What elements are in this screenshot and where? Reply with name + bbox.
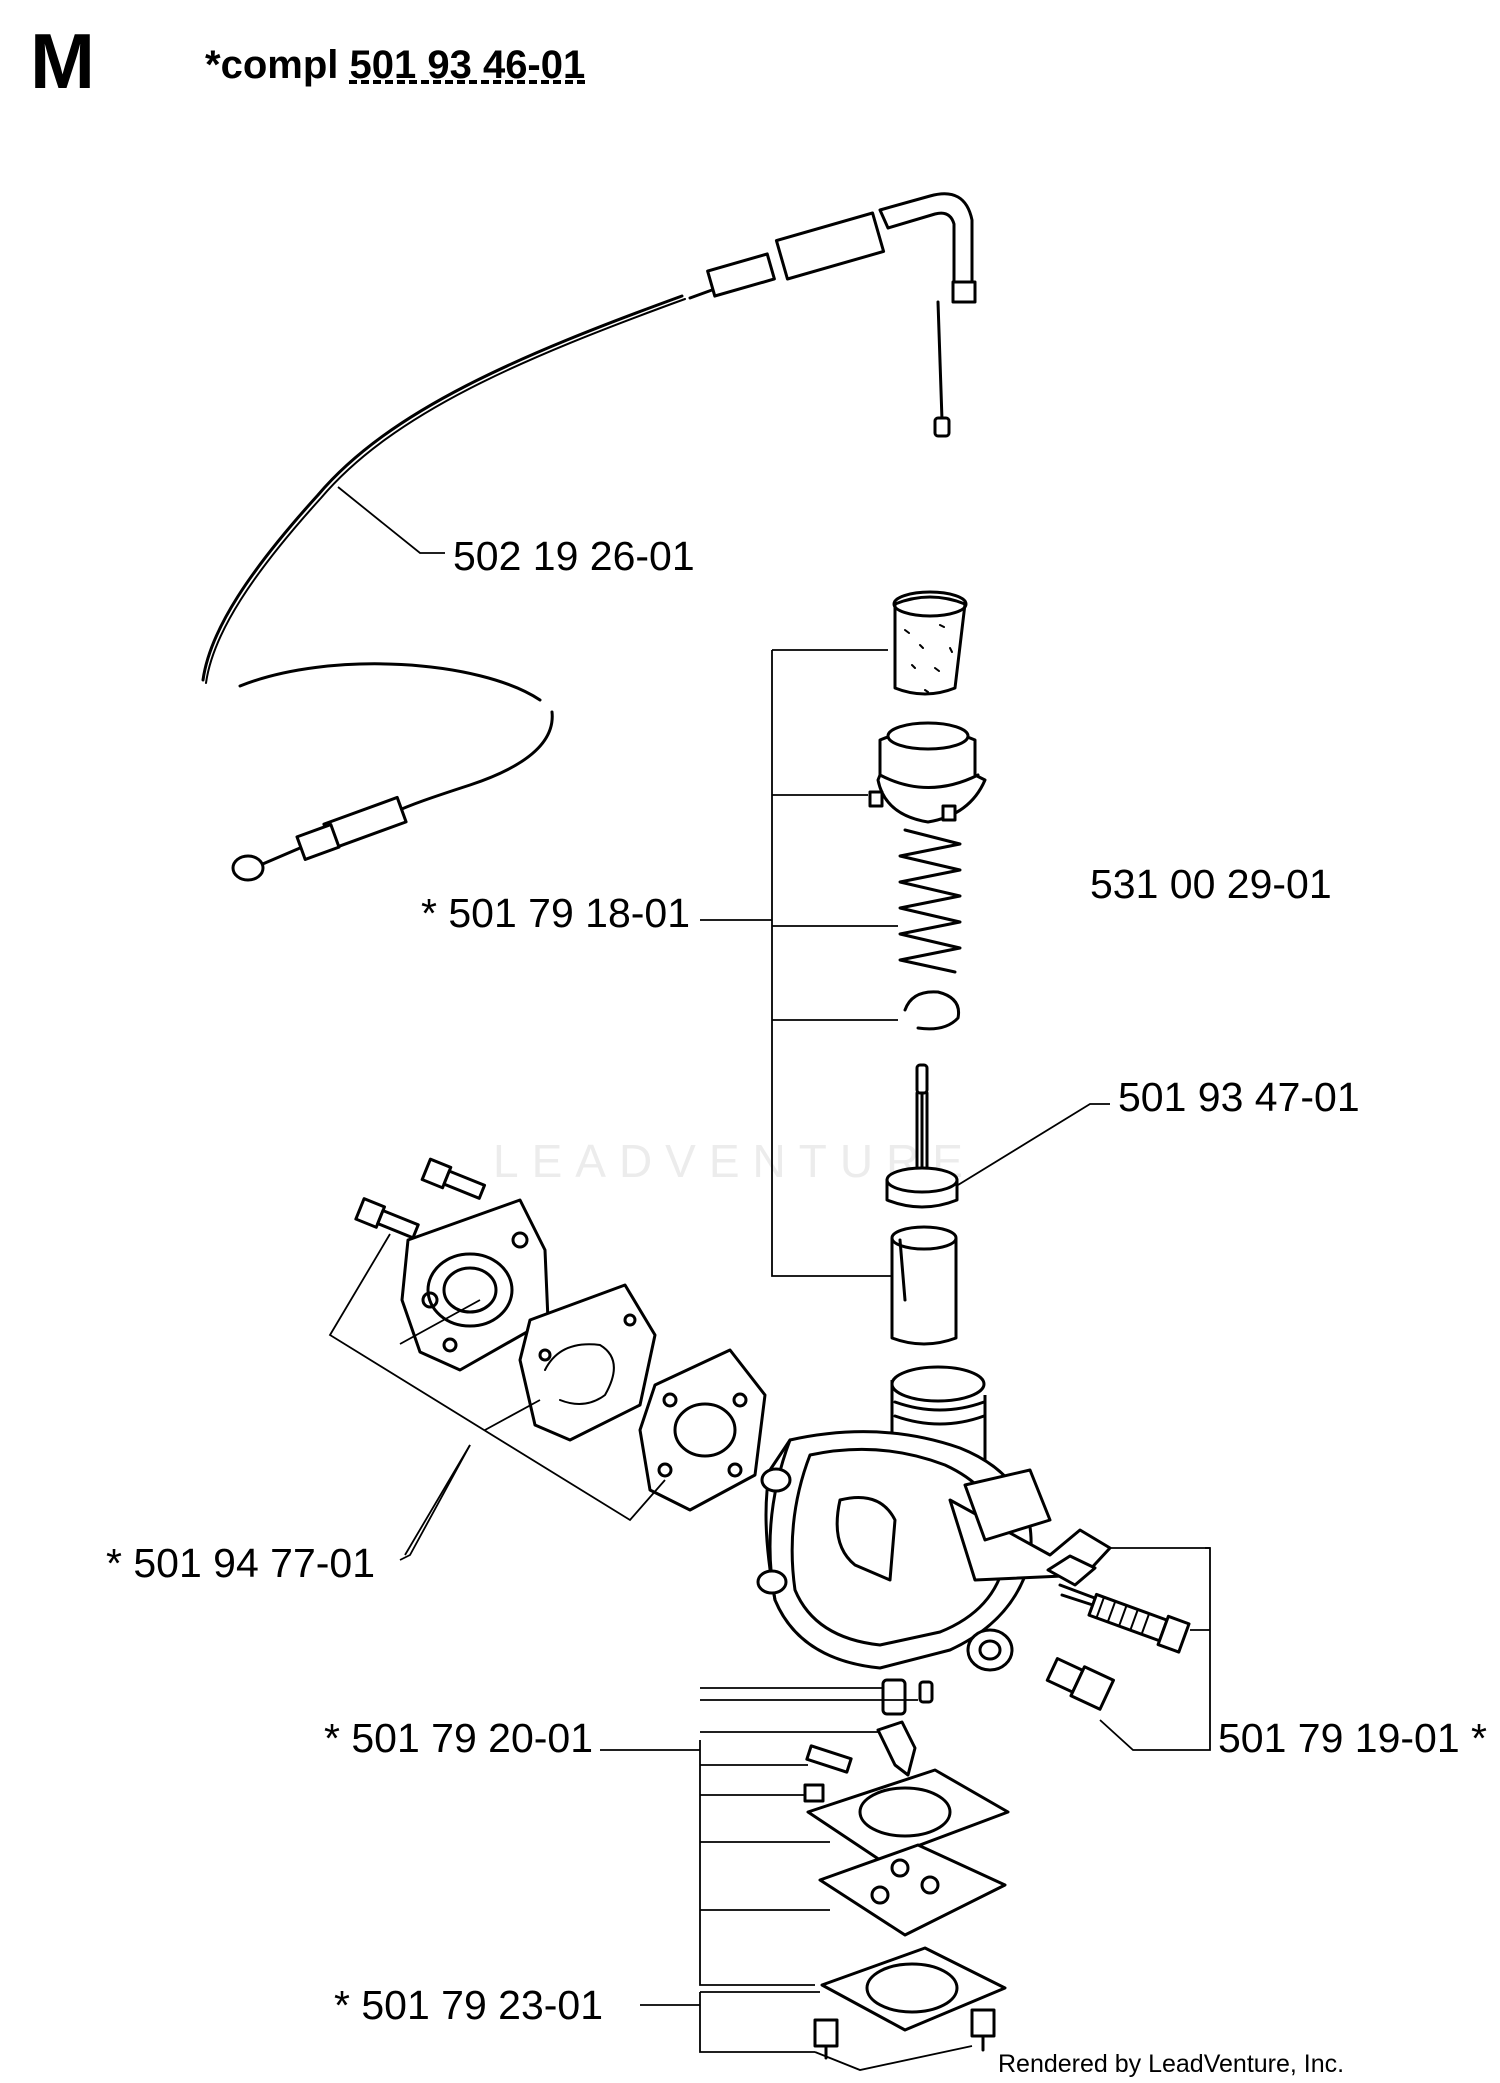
leader-lines [328,486,1211,2071]
carburetor-body-drawing [756,1365,1112,1672]
footer-credit: Rendered by LeadVenture, Inc. [998,2050,1345,2078]
header-prefix: *compl [205,43,339,87]
diaphragm-kit-drawing [813,1946,1007,2060]
idle-kit-drawing [868,590,987,1346]
callout-throttle-cable: 502 19 26-01 [453,533,695,579]
needle-kit-drawing [803,1678,1010,1937]
callout-seal: 501 93 47-01 [1118,1074,1360,1120]
callout-carburetor: 531 00 29-01 [1090,861,1332,907]
callout-gasket-kit: * 501 94 77-01 [106,1540,376,1586]
watermark: LEADVENTURE [493,1135,976,1187]
callout-needle-kit: * 501 79 20-01 [324,1715,594,1761]
throttle-cable-drawing [201,192,977,882]
header-part-number: 501 93 46-01 [349,43,586,87]
callout-screw-kit: 501 79 19-01 * [1218,1715,1488,1761]
callout-diaphragm-kit: * 501 79 23-01 [334,1982,604,2028]
callout-idle-kit: * 501 79 18-01 [421,890,691,936]
assembly-header: *compl 501 93 46-01 [205,45,585,85]
screw-kit-drawing [1045,1554,1191,1711]
section-letter: M [30,17,95,105]
gasket-kit-drawing [354,1157,767,1512]
